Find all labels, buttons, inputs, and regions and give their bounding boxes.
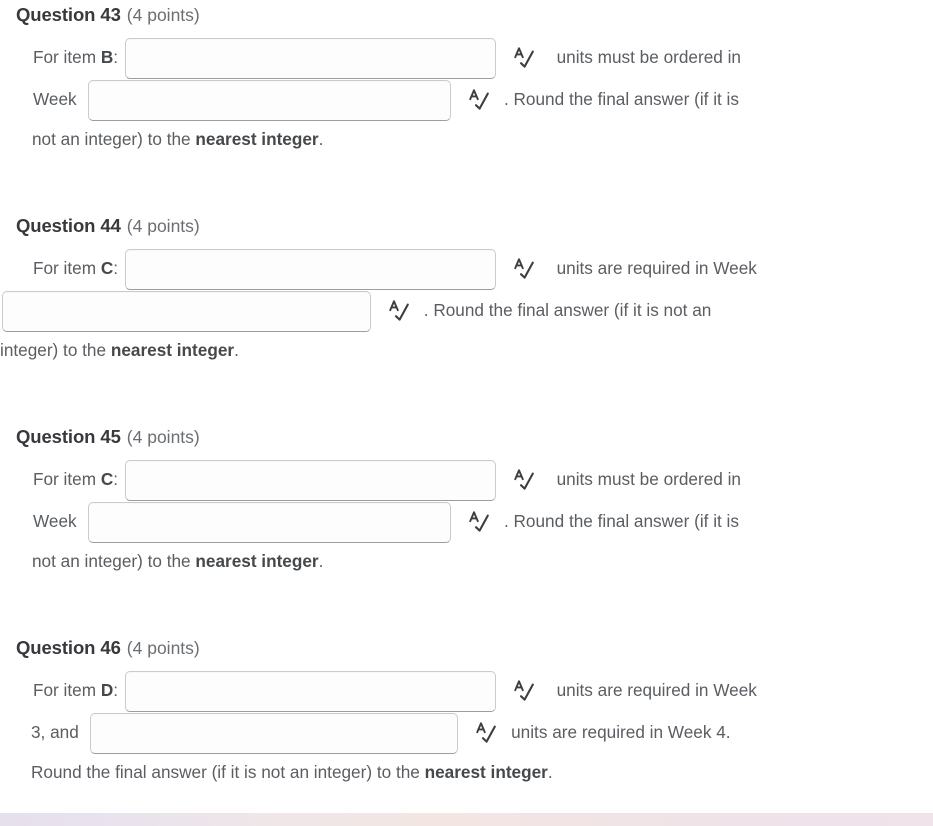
question-heading: Question 43(4 points) [0, 4, 933, 26]
question-heading: Question 44(4 points) [0, 215, 933, 237]
q43-answer-2[interactable] [88, 79, 452, 121]
label-week: Week [33, 511, 82, 531]
question-body: For item C: units are required in Week [0, 244, 923, 374]
question-points: (4 points) [126, 216, 200, 236]
question-heading: Question 46(4 points) [0, 637, 933, 659]
line-text: units are required in Week [556, 258, 757, 278]
item-letter: B [100, 47, 114, 67]
question-line: not an integer) to the nearest integer. [32, 115, 913, 163]
period: . [318, 551, 324, 571]
label-three-and: 3, and [31, 722, 84, 742]
emphasis-nearest-integer: nearest integer [195, 129, 319, 149]
line-text: units must be ordered in [556, 47, 741, 67]
question-block-44: Question 44(4 points) For item C: units … [0, 215, 933, 374]
item-letter: C [100, 258, 114, 278]
line-text: units are required in Week 4. [511, 722, 731, 742]
colon: : [113, 258, 119, 278]
question-line: 3, and units are required in Week 4. [31, 708, 913, 756]
spellcheck-icon[interactable] [511, 44, 537, 70]
colon: : [113, 47, 119, 67]
colon: : [113, 469, 119, 489]
line-text: not an integer) to the [32, 551, 196, 571]
label-for-item: For item [33, 680, 101, 700]
question-line: For item D: units are required in Week [33, 666, 913, 714]
question-title: Question 44 [16, 215, 121, 236]
question-title: Question 45 [16, 426, 121, 447]
q44-answer-2[interactable] [2, 290, 371, 332]
question-body: For item D: units are required in Week 3… [0, 666, 923, 796]
question-block-46: Question 46(4 points) For item D: units … [0, 637, 933, 796]
question-line: . Round the final answer (if it is not a… [0, 286, 913, 334]
question-line: Round the final answer (if it is not an … [31, 748, 913, 796]
q46-answer-2[interactable] [90, 712, 459, 754]
spellcheck-icon[interactable] [511, 255, 537, 281]
question-line: integer) to the nearest integer. [0, 326, 913, 374]
q43-answer-1[interactable] [124, 37, 496, 79]
label-for-item: For item [33, 469, 101, 489]
line-text: integer) to the [0, 340, 111, 360]
item-letter: D [100, 680, 114, 700]
spellcheck-icon[interactable] [466, 508, 492, 534]
question-body: For item B: units must be ordered in Wee… [0, 33, 923, 163]
q45-answer-1[interactable] [124, 459, 496, 501]
spellcheck-icon[interactable] [473, 719, 499, 745]
period: . [318, 129, 324, 149]
bottom-gradient-strip [0, 813, 933, 826]
spellcheck-icon[interactable] [386, 297, 412, 323]
label-week: Week [33, 89, 82, 109]
spellcheck-icon[interactable] [466, 86, 492, 112]
emphasis-nearest-integer: nearest integer [110, 340, 235, 360]
item-letter: C [100, 469, 114, 489]
label-for-item: For item [33, 258, 101, 278]
label-for-item: For item [33, 47, 101, 67]
q46-answer-1[interactable] [124, 670, 496, 712]
question-title: Question 43 [16, 4, 121, 25]
line-text: . Round the final answer (if it is not a… [423, 300, 712, 320]
emphasis-nearest-integer: nearest integer [195, 551, 319, 571]
line-text: units are required in Week [556, 680, 757, 700]
question-block-43: Question 43(4 points) For item B: units … [0, 4, 933, 163]
spellcheck-icon[interactable] [511, 466, 537, 492]
question-block-45: Question 45(4 points) For item C: units … [0, 426, 933, 585]
question-points: (4 points) [126, 638, 200, 658]
question-points: (4 points) [126, 5, 200, 25]
question-line: not an integer) to the nearest integer. [32, 537, 913, 585]
question-body: For item C: units must be ordered in Wee… [0, 455, 923, 585]
line-text: . Round the final answer (if it is [503, 511, 739, 531]
question-line: For item C: units must be ordered in [33, 455, 913, 503]
question-line: Week . Round the final answer (if it is [33, 497, 913, 545]
question-line: For item C: units are required in Week [33, 244, 913, 292]
line-text: . Round the final answer (if it is [503, 89, 739, 109]
emphasis-nearest-integer: nearest integer [424, 762, 548, 782]
question-points: (4 points) [126, 427, 200, 447]
period: . [234, 340, 239, 360]
colon: : [113, 680, 119, 700]
question-line: For item B: units must be ordered in [33, 33, 913, 81]
q44-answer-1[interactable] [124, 248, 496, 290]
question-title: Question 46 [16, 637, 121, 658]
q45-answer-2[interactable] [88, 501, 452, 543]
period: . [547, 762, 553, 782]
line-text: units must be ordered in [556, 469, 741, 489]
line-text: Round the final answer (if it is not an … [31, 762, 425, 782]
question-line: Week . Round the final answer (if it is [33, 75, 913, 123]
line-text: not an integer) to the [32, 129, 196, 149]
question-heading: Question 45(4 points) [0, 426, 933, 448]
spellcheck-icon[interactable] [511, 677, 537, 703]
